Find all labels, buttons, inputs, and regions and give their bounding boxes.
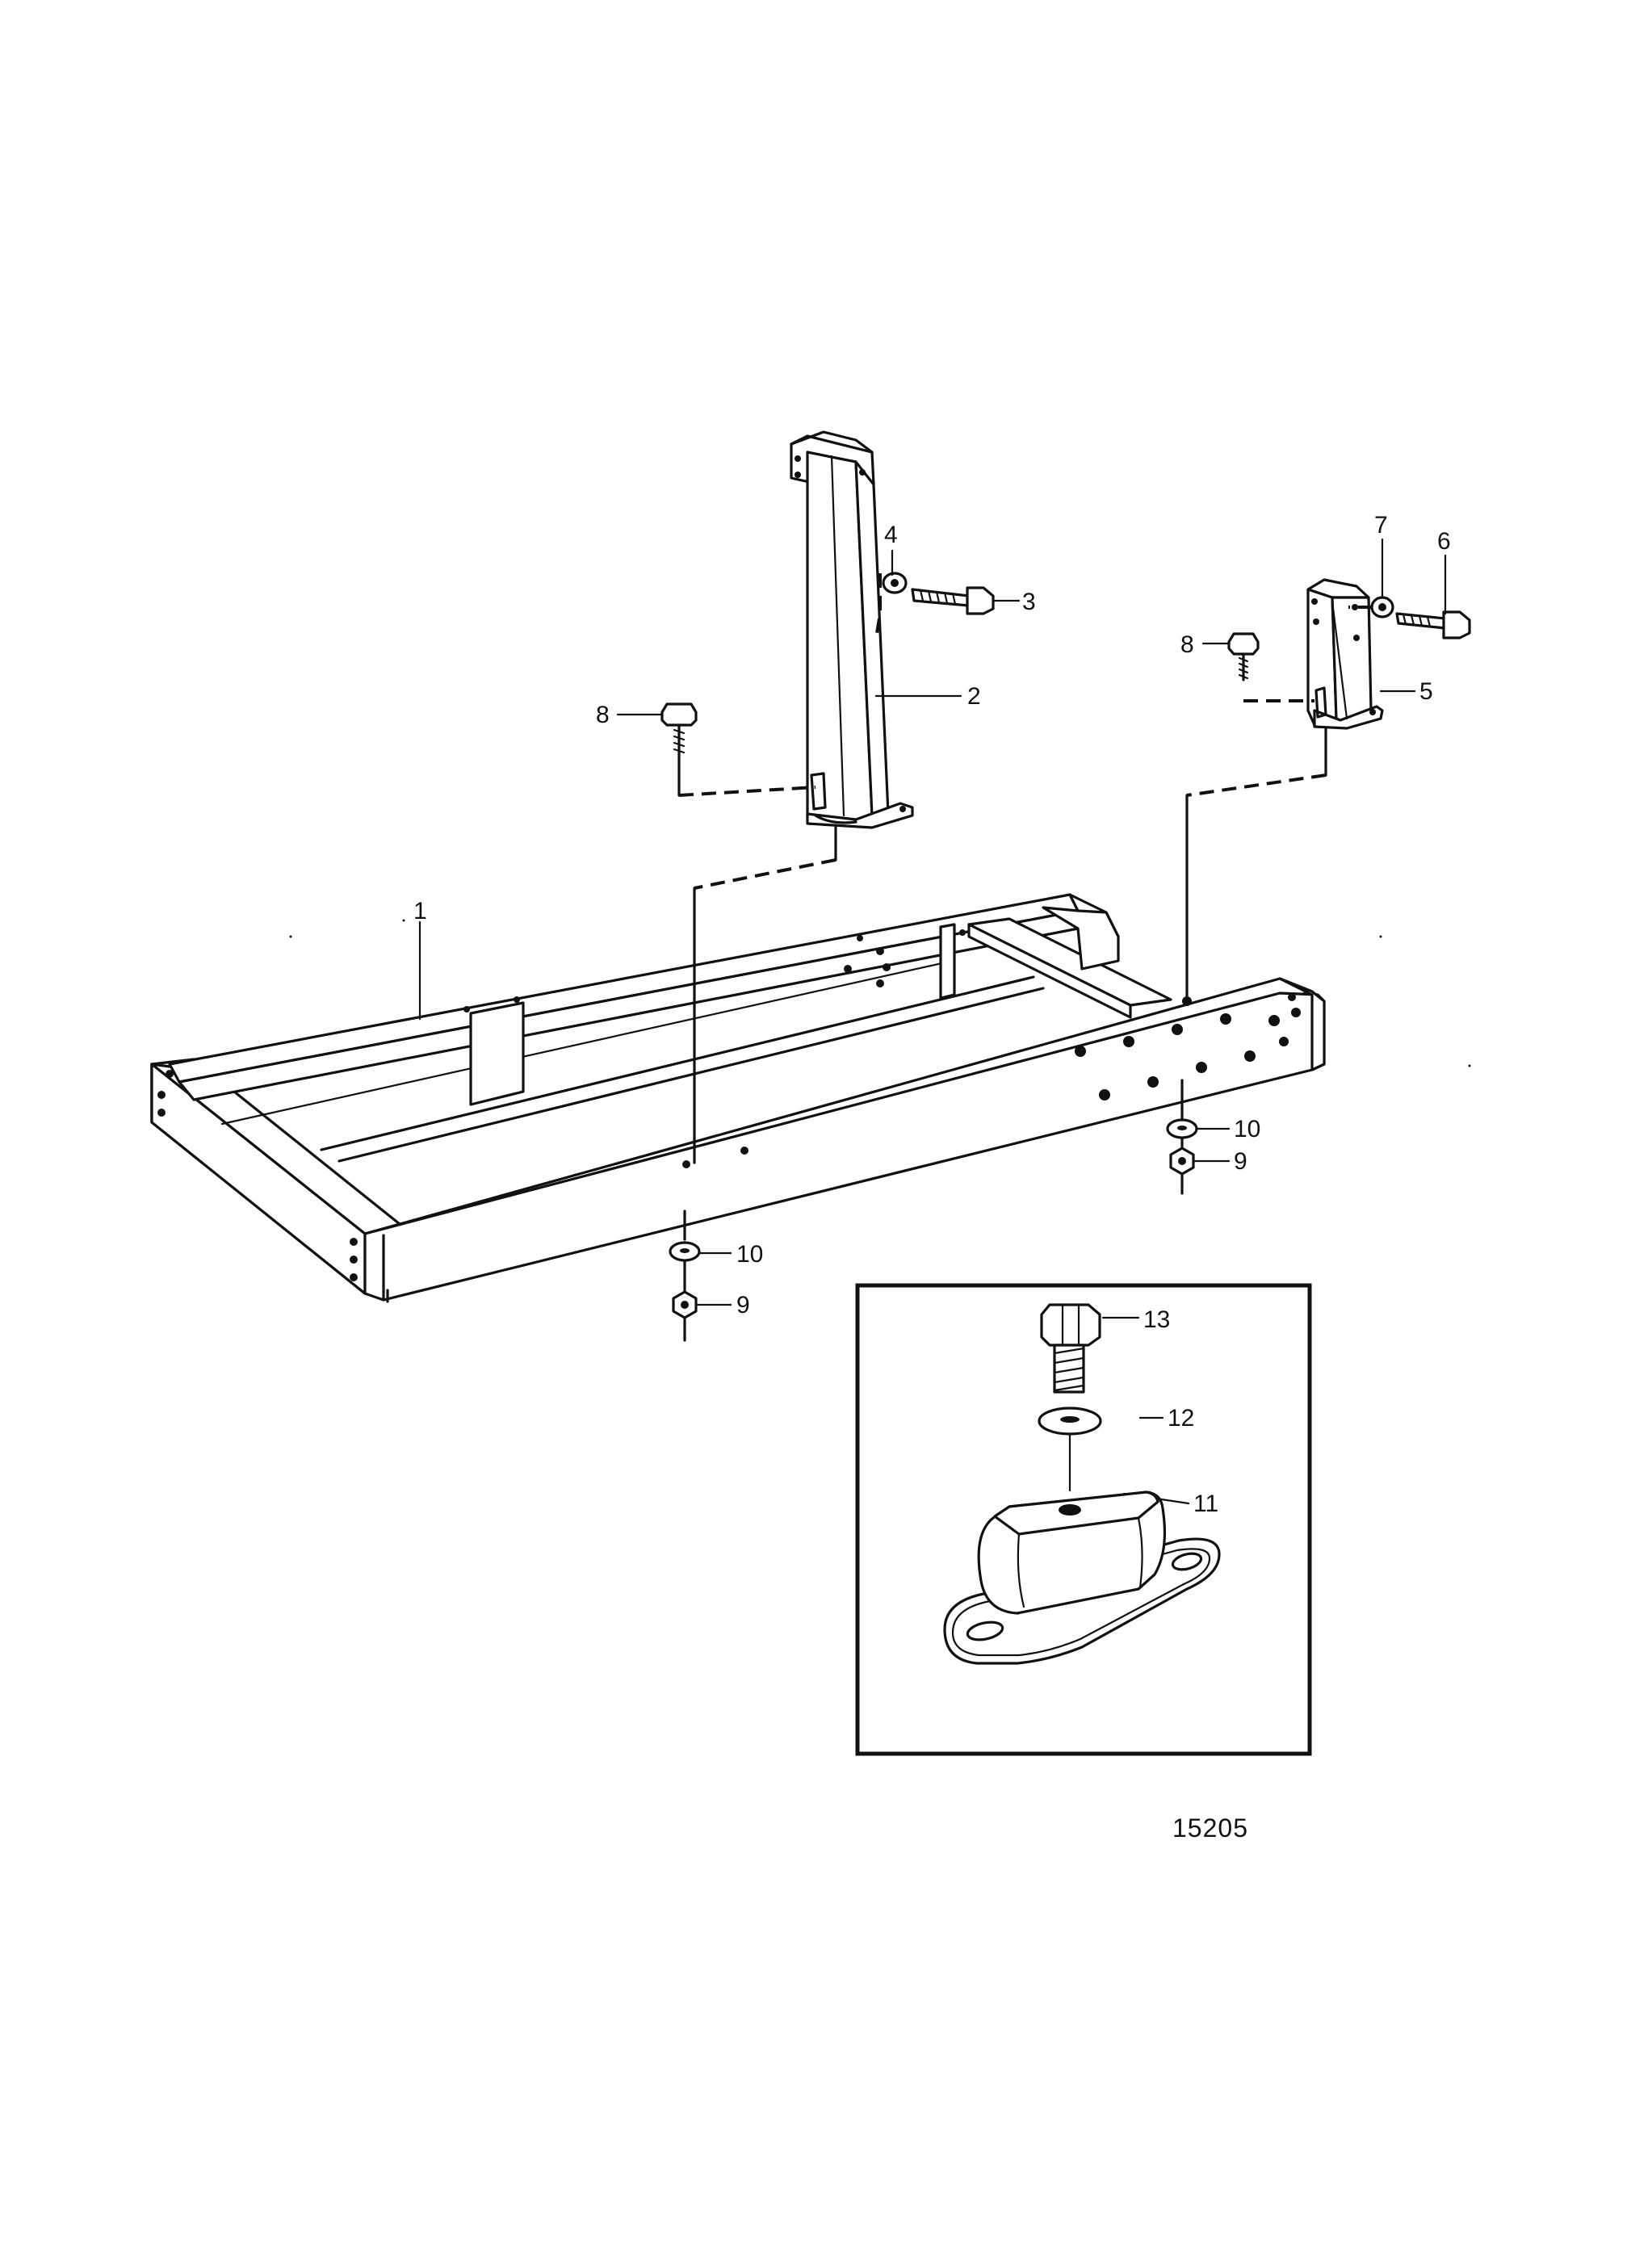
- mounting-bracket-front-icon: [790, 430, 914, 829]
- label-part-10-left: 10: [736, 1241, 763, 1268]
- washer-icon: [882, 572, 908, 594]
- assembly-lines: [289, 573, 1471, 1342]
- label-part-8-left: 8: [596, 702, 610, 728]
- mounting-bracket-rear-icon: [1306, 578, 1384, 730]
- bolt-icon: [1040, 1303, 1101, 1394]
- label-part-4: 4: [884, 522, 898, 548]
- label-part-12: 12: [1168, 1405, 1194, 1432]
- nut-icon: [1169, 1147, 1195, 1176]
- label-part-1: 1: [413, 898, 427, 924]
- label-part-2: 2: [967, 683, 981, 710]
- label-part-9-right: 9: [1234, 1148, 1247, 1175]
- label-part-7: 7: [1374, 512, 1388, 539]
- screw-icon: [660, 702, 698, 757]
- label-part-11: 11: [1193, 1490, 1218, 1517]
- label-part-9-left: 9: [736, 1292, 750, 1319]
- callout-labels: 1 2 3 4 5 6 7 8 8 10 9 10 9 13 12 11 152…: [413, 512, 1451, 1843]
- figure-number: 15205: [1172, 1813, 1248, 1843]
- label-part-3: 3: [1022, 589, 1036, 615]
- rubber-vibration-damper-icon: [943, 1490, 1221, 1665]
- washer-icon: [1038, 1407, 1102, 1436]
- washer-icon: [1166, 1118, 1198, 1139]
- label-part-8-right: 8: [1180, 631, 1194, 658]
- nut-icon: [672, 1290, 698, 1319]
- washer-icon: [669, 1241, 701, 1262]
- label-part-10-right: 10: [1234, 1116, 1260, 1142]
- engine-bed-frame-icon: [150, 893, 1326, 1303]
- label-part-6: 6: [1437, 528, 1451, 555]
- inset-detail-box: [855, 1283, 1312, 1756]
- washer-icon: [1370, 596, 1394, 618]
- bolt-icon: [911, 586, 995, 615]
- label-part-5: 5: [1419, 678, 1433, 705]
- screw-icon: [1227, 632, 1260, 681]
- bolt-icon: [1395, 610, 1471, 639]
- label-part-13: 13: [1143, 1306, 1170, 1333]
